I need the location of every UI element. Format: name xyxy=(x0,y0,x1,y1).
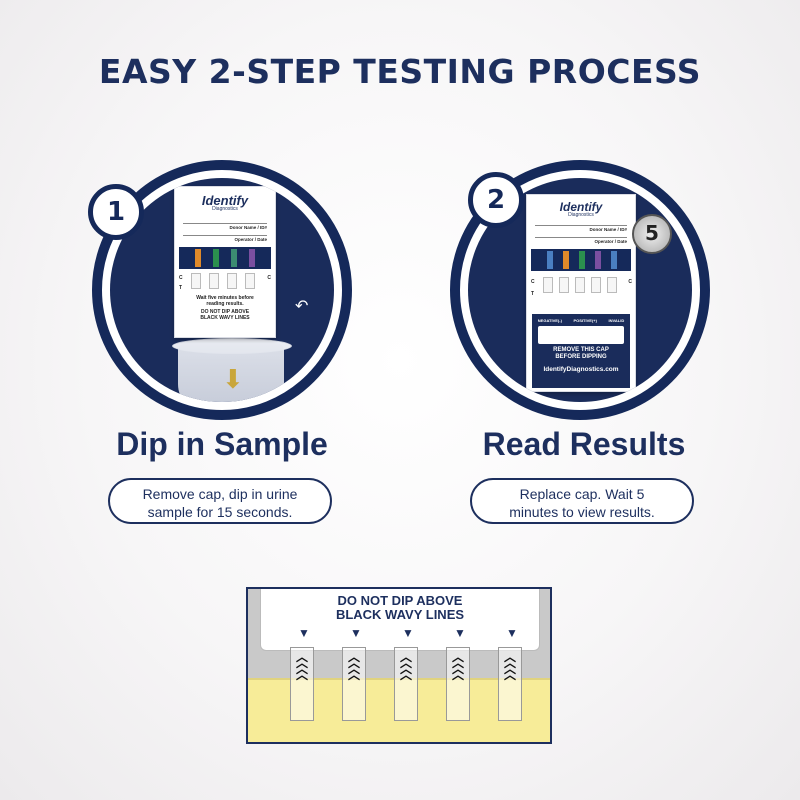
test-strip: ︿︿︿︿ xyxy=(290,647,314,721)
step-2-number: 2 xyxy=(468,172,524,228)
dip-warning-line-2: BLACK WAVY LINES xyxy=(335,607,465,622)
operator-field-label: Operator / Date xyxy=(234,237,267,242)
test-strip: ︿︿︿︿ xyxy=(342,647,366,721)
dip-warning-line-1: DO NOT DIP ABOVE xyxy=(337,593,463,608)
band xyxy=(579,251,585,269)
legend-diagram xyxy=(538,326,624,344)
test-card: Identify Diagnostics Donor Name / ID# Op… xyxy=(526,194,636,392)
test-card: Identify Diagnostics Donor Name / ID# Op… xyxy=(174,186,276,338)
urine-cup xyxy=(178,344,284,402)
test-strip: ︿︿︿︿ xyxy=(446,647,470,721)
wavy-lines-icon: ︿︿︿︿ xyxy=(503,650,516,682)
result-window xyxy=(209,273,219,289)
cap-instructions: NEGATIVE(-) POSITIVE(+) INVALID REMOVE T… xyxy=(531,313,631,389)
band xyxy=(595,251,601,269)
c-label: C xyxy=(267,275,271,281)
step-2-title: Read Results xyxy=(482,426,686,462)
down-arrow-icon: ▼ xyxy=(298,626,310,640)
step-2-description: Replace cap. Wait 5 minutes to view resu… xyxy=(470,478,694,524)
step-1-desc-line-2: sample for 15 seconds. xyxy=(147,504,293,520)
field-line xyxy=(183,223,267,224)
down-arrow-icon: ▼ xyxy=(350,626,362,640)
legend-positive: POSITIVE(+) xyxy=(573,318,597,323)
band xyxy=(547,251,553,269)
band xyxy=(249,249,255,267)
timer-5-minutes-icon: 5 xyxy=(632,214,672,254)
test-strip: ︿︿︿︿ xyxy=(498,647,522,721)
c-label: C xyxy=(531,279,535,285)
card-brand-sub: Diagnostics xyxy=(568,212,594,218)
step-2-desc-line-2: minutes to view results. xyxy=(509,504,655,520)
legend-negative: NEGATIVE(-) xyxy=(537,318,562,323)
result-window xyxy=(607,277,617,293)
drug-bands xyxy=(179,247,271,269)
drug-bands xyxy=(531,249,631,271)
band xyxy=(611,251,617,269)
card-closeup: DO NOT DIP ABOVE BLACK WAVY LINES ▼ ▼ ▼ … xyxy=(260,589,540,651)
t-label: T xyxy=(179,285,183,291)
dip-warning: DO NOT DIP ABOVE BLACK WAVY LINES xyxy=(261,594,539,622)
field-line xyxy=(535,237,627,238)
card-note-3: DO NOT DIP ABOVE xyxy=(200,309,250,315)
c-label: C xyxy=(179,275,183,281)
step-1-disc: Identify Diagnostics Donor Name / ID# Op… xyxy=(110,178,334,402)
cap-line-1: REMOVE THIS CAP xyxy=(553,347,609,353)
band xyxy=(195,249,201,267)
result-window xyxy=(559,277,569,293)
wavy-lines-icon: ︿︿︿︿ xyxy=(451,650,464,682)
curl-arrow-icon: ↶ xyxy=(295,298,309,315)
card-brand: Identify xyxy=(201,193,249,208)
down-arrow-icon: ▼ xyxy=(402,626,414,640)
t-label: T xyxy=(531,291,535,297)
step-2-graphic: Identify Diagnostics Donor Name / ID# Op… xyxy=(450,160,710,420)
card-note-2: reading results. xyxy=(206,301,244,307)
down-arrow-icon: ▼ xyxy=(506,626,518,640)
wavy-lines-icon: ︿︿︿︿ xyxy=(399,650,412,682)
card-brand: Identify xyxy=(559,200,603,214)
step-2-desc-line-1: Replace cap. Wait 5 xyxy=(519,486,645,502)
card-brand-sub: Diagnostics xyxy=(212,206,238,212)
dip-arrow-icon: ⬇ xyxy=(222,364,244,394)
test-strip: ︿︿︿︿ xyxy=(394,647,418,721)
legend-invalid: INVALID xyxy=(608,318,625,323)
cap-url: IdentifyDiagnostics.com xyxy=(543,366,619,373)
step-1-graphic: Identify Diagnostics Donor Name / ID# Op… xyxy=(88,160,352,420)
down-arrow-icon: ▼ xyxy=(454,626,466,640)
band xyxy=(563,251,569,269)
wavy-lines-icon: ︿︿︿︿ xyxy=(295,650,308,682)
c-label: C xyxy=(628,279,632,285)
result-window xyxy=(543,277,553,293)
result-window xyxy=(227,273,237,289)
operator-field-label: Operator / Date xyxy=(594,239,627,244)
card-note-4: BLACK WAVY LINES xyxy=(200,315,250,321)
field-line xyxy=(183,235,267,236)
page-title: EASY 2-STEP TESTING PROCESS xyxy=(98,52,702,91)
step-1-description: Remove cap, dip in urine sample for 15 s… xyxy=(108,478,332,524)
field-line xyxy=(535,225,627,226)
result-window xyxy=(591,277,601,293)
result-window xyxy=(191,273,201,289)
wavy-lines-icon: ︿︿︿︿ xyxy=(347,650,360,682)
dip-line-closeup: DO NOT DIP ABOVE BLACK WAVY LINES ▼ ▼ ▼ … xyxy=(246,587,552,744)
step-1-desc-line-1: Remove cap, dip in urine xyxy=(142,486,298,502)
step-1-number: 1 xyxy=(88,184,144,240)
band xyxy=(231,249,237,267)
cap-line-2: BEFORE DIPPING xyxy=(555,354,607,360)
result-window xyxy=(575,277,585,293)
donor-field-label: Donor Name / ID# xyxy=(229,225,267,230)
card-note-1: Wait five minutes before xyxy=(196,295,254,301)
step-1-title: Dip in Sample xyxy=(116,426,328,462)
donor-field-label: Donor Name / ID# xyxy=(589,227,627,232)
result-window xyxy=(245,273,255,289)
band xyxy=(213,249,219,267)
